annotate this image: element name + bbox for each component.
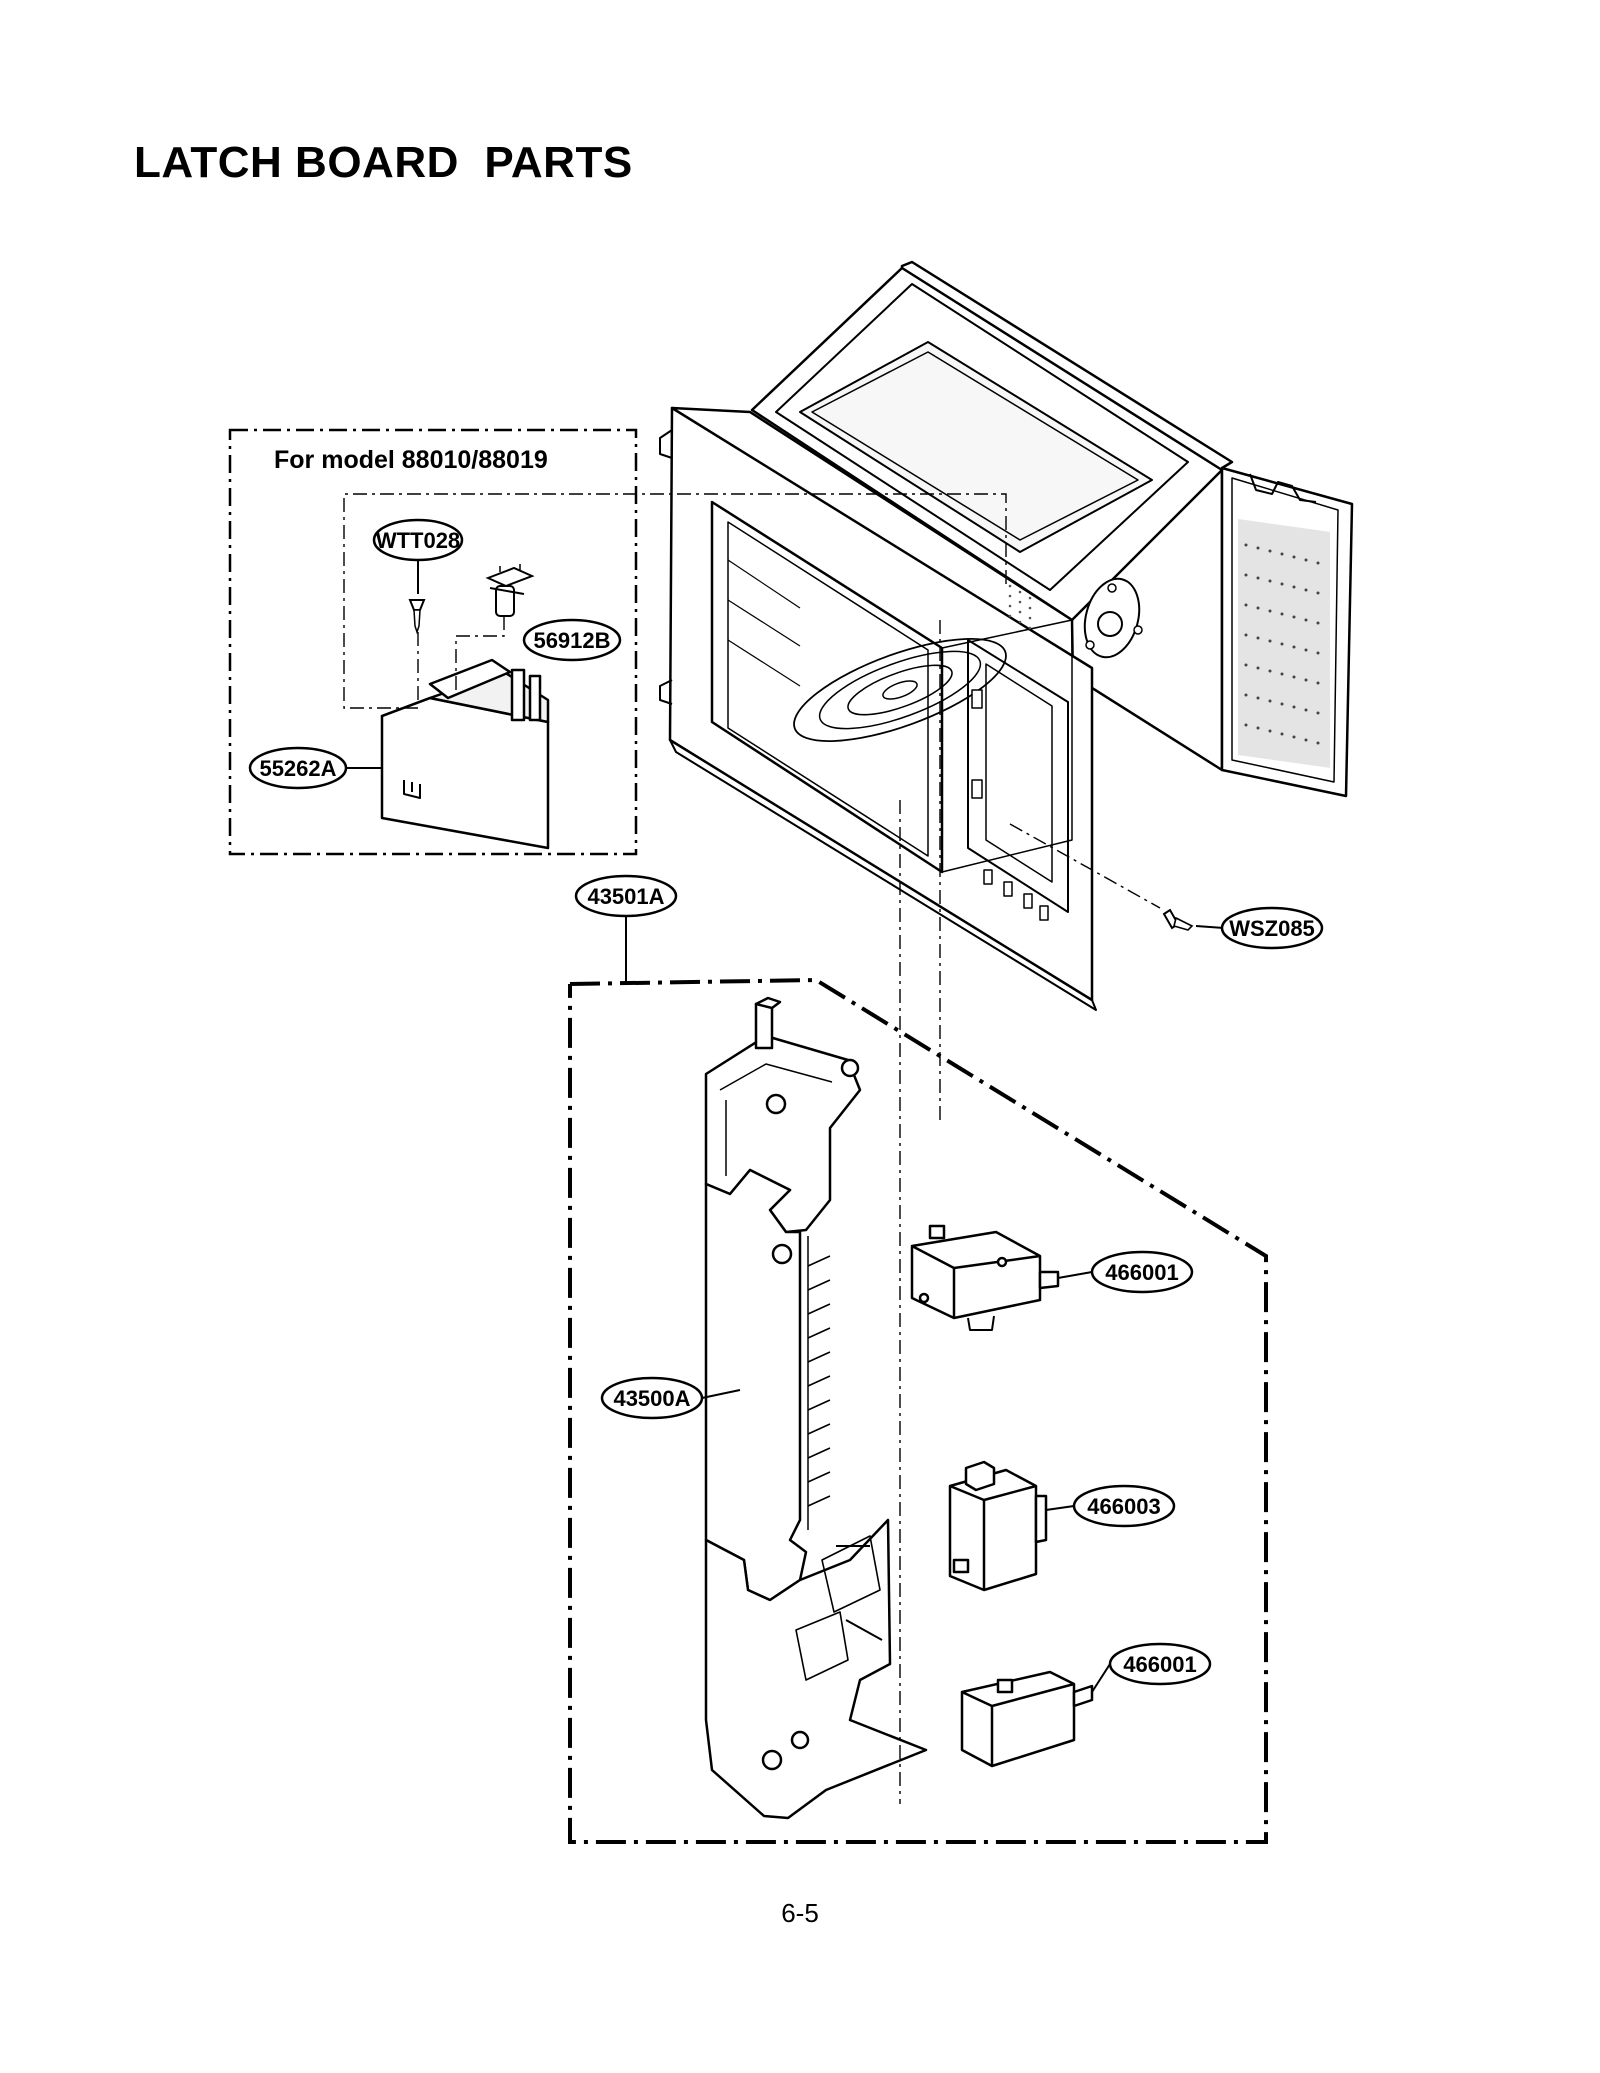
callout-43501a: 43501A	[574, 874, 678, 918]
callout-leaders	[346, 560, 1225, 1693]
page-number: 6-5	[781, 1898, 819, 1928]
svg-text:56912B: 56912B	[533, 628, 610, 653]
switch-466001-top	[910, 1224, 1060, 1331]
main-guide-lines	[899, 620, 1161, 1804]
svg-text:466001: 466001	[1105, 1260, 1178, 1285]
svg-text:WSZ085: WSZ085	[1229, 916, 1315, 941]
callout-466001-top: 466001	[1090, 1250, 1194, 1294]
model-inset-frame	[228, 428, 638, 856]
switch-466001-bottom	[960, 1670, 1094, 1768]
callout-wtt028: WTT028	[372, 518, 464, 562]
latch-board-bracket	[380, 658, 550, 850]
switch-466003	[948, 1460, 1048, 1592]
wtt028-screw	[408, 599, 426, 635]
56912b-part	[485, 564, 535, 617]
svg-text:43501A: 43501A	[587, 884, 664, 909]
svg-text:466001: 466001	[1123, 1652, 1196, 1677]
inset-guide-lines	[343, 493, 1007, 709]
latch-assembly-frame	[568, 977, 1268, 1844]
wsz085-screw	[1162, 908, 1194, 931]
inset-caption: For model 88010/88019	[274, 446, 548, 474]
microwave-cavity	[659, 260, 1234, 1011]
vented-side-panel	[1008, 466, 1354, 798]
callout-466003: 466003	[1072, 1484, 1176, 1528]
svg-text:466003: 466003	[1087, 1494, 1160, 1519]
callout-55262a: 55262A	[248, 746, 348, 790]
svg-text:43500A: 43500A	[613, 1386, 690, 1411]
callout-466001-bottom: 466001	[1108, 1642, 1212, 1686]
page-title: LATCH BOARD PARTS	[134, 138, 633, 187]
callout-56912b: 56912B	[522, 618, 622, 662]
latch-board	[704, 996, 928, 1820]
svg-text:55262A: 55262A	[259, 756, 336, 781]
svg-text:WTT028: WTT028	[376, 528, 460, 553]
callout-43500a: 43500A	[600, 1376, 704, 1420]
callout-wsz085: WSZ085	[1220, 906, 1324, 950]
